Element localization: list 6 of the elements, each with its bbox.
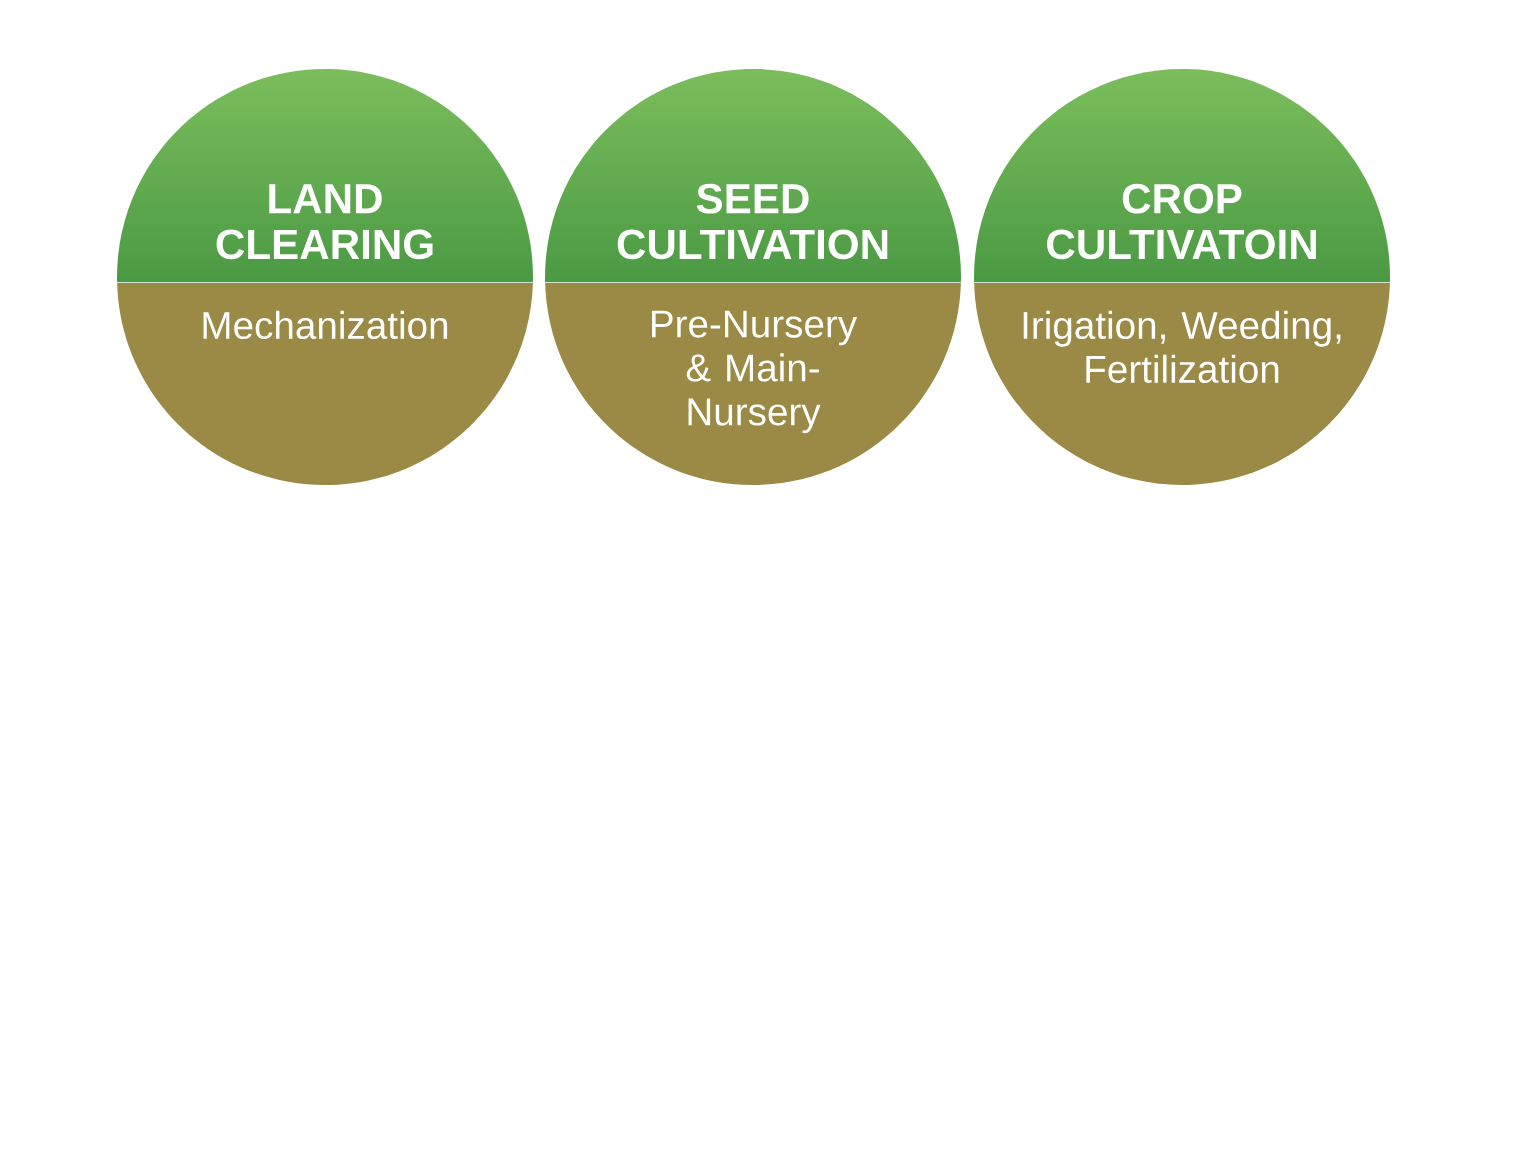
node-label: CROP CULTIVATOIN	[1047, 183, 1316, 260]
circle-badge: SEED CULTIVATION Pre-Nursery & Main-Nursery	[545, 183, 961, 485]
node-label: LAND CLEARING	[216, 184, 433, 260]
circle-badge: LAND CLEARING Mechanization	[117, 184, 533, 485]
node-label: SEED CULTIVATION	[617, 183, 888, 260]
circle-badge: CROP CULTIVATOIN Irigation, Weeding, Fertilization	[974, 183, 1390, 485]
